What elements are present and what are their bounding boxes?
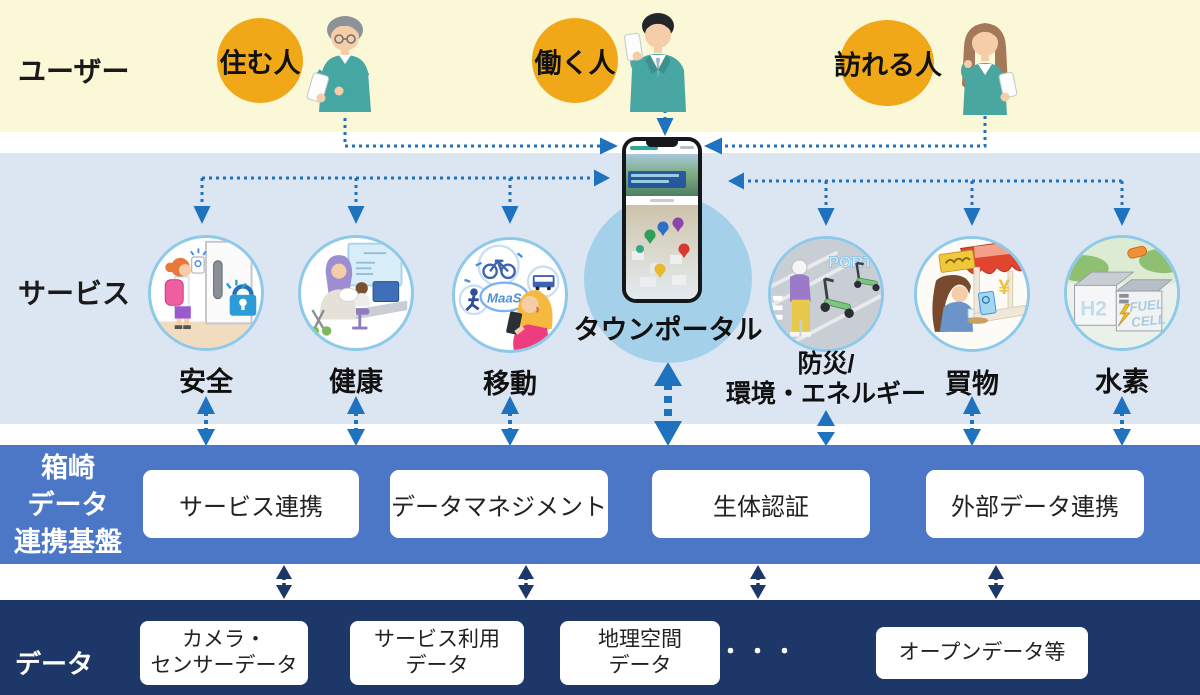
resident-arrowhead-icon (600, 137, 618, 155)
town-portal-phone (622, 137, 702, 303)
resident-label: 住む人 (219, 48, 301, 79)
port-text: PORT (828, 253, 873, 271)
app-hero-photo (626, 154, 698, 196)
visitor-badge (840, 20, 934, 106)
phone-screen (626, 141, 698, 299)
visitor-arrowhead-icon (704, 137, 722, 155)
app-news-banner (628, 171, 686, 188)
cell-text: CELL (1130, 311, 1166, 330)
app-header (626, 141, 698, 154)
service-hydrogen-label: 水素 (1095, 367, 1149, 397)
worker-badge (532, 18, 618, 103)
visitor-person-icon (961, 23, 1018, 115)
service-mobility-circle: MaaS (452, 237, 568, 353)
yen-symbol: ¥ (998, 276, 1010, 299)
service-health-label: 健康 (329, 367, 383, 397)
data-box-geospatial-line2: データ (608, 654, 672, 677)
worker-person-icon (624, 13, 686, 112)
data-box-geospatial-line1: 地理空間 (598, 628, 682, 651)
phone-notch (646, 139, 678, 147)
platform-data-double-arrows (276, 565, 1004, 599)
app-menu-icon (680, 146, 694, 149)
service-safety-label: 安全 (179, 367, 233, 397)
service-safety-circle (148, 235, 264, 351)
worker-label: 働く人 (534, 48, 616, 79)
health-icon (309, 242, 408, 336)
data-box-camera-sensor-line2: センサーデータ (150, 654, 298, 677)
hydrogen-icon: H2 FUEL CELL (1067, 238, 1177, 348)
app-map-view (626, 205, 698, 299)
service-hydrogen-circle: H2 FUEL CELL (1064, 235, 1180, 351)
safety-icon (151, 240, 261, 348)
data-band-label: データ (14, 649, 93, 679)
platform-box-service-linkage: サービス連携 (143, 470, 359, 538)
resident-person-icon (306, 16, 371, 112)
town-portal-label: タウンポータル (573, 315, 763, 345)
platform-band-label: 箱崎 データ 連携基盤 (6, 450, 130, 561)
data-box-service-usage-line1: サービス利用 (374, 628, 500, 651)
h2-text: H2 (1080, 298, 1107, 321)
service-health-circle (298, 235, 414, 351)
service-shopping-label: 買物 (945, 369, 999, 399)
platform-box-data-management: データマネジメント (390, 470, 608, 538)
data-box-service-usage-line2: データ (405, 654, 469, 677)
users-band-label: ユーザー (18, 56, 130, 87)
platform-label-line2: データ (27, 490, 109, 520)
service-shopping-circle: ¥ (914, 236, 1030, 352)
data-box-service-usage: サービス利用 データ (350, 621, 524, 685)
shopping-icon: ¥ (917, 239, 1027, 349)
platform-box-biometric-auth: 生体認証 (652, 470, 870, 538)
data-box-camera-sensor: カメラ・ センサーデータ (140, 621, 308, 685)
platform-box-external-data-linkage: 外部データ連携 (926, 470, 1144, 538)
platform-label-line1: 箱崎 (41, 453, 95, 483)
app-divider-strip (626, 196, 698, 205)
map-pins-icon (632, 217, 690, 287)
disaster-energy-icon: PORT (771, 239, 881, 349)
resident-badge (217, 18, 303, 103)
app-logo-icon (630, 146, 658, 150)
data-box-open-data: オープンデータ等 (876, 627, 1088, 679)
service-disaster-label-line2: 環境・エネルギー (725, 380, 927, 408)
data-box-geospatial: 地理空間 データ (560, 621, 720, 685)
data-ellipsis: ・・・ (719, 639, 801, 664)
fuel-text: FUEL (1129, 296, 1165, 315)
service-mobility-label: 移動 (483, 369, 537, 399)
data-box-camera-sensor-line1: カメラ・ (182, 628, 266, 651)
maas-text: MaaS (487, 291, 522, 306)
services-band-label: サービス (18, 278, 131, 309)
service-disaster-label-line1: 防災/ (797, 350, 855, 378)
visitor-label: 訪れる人 (834, 50, 942, 81)
mobility-icon: MaaS (458, 244, 560, 350)
service-disaster-circle: PORT (768, 236, 884, 352)
platform-label-line3: 連携基盤 (14, 527, 122, 557)
